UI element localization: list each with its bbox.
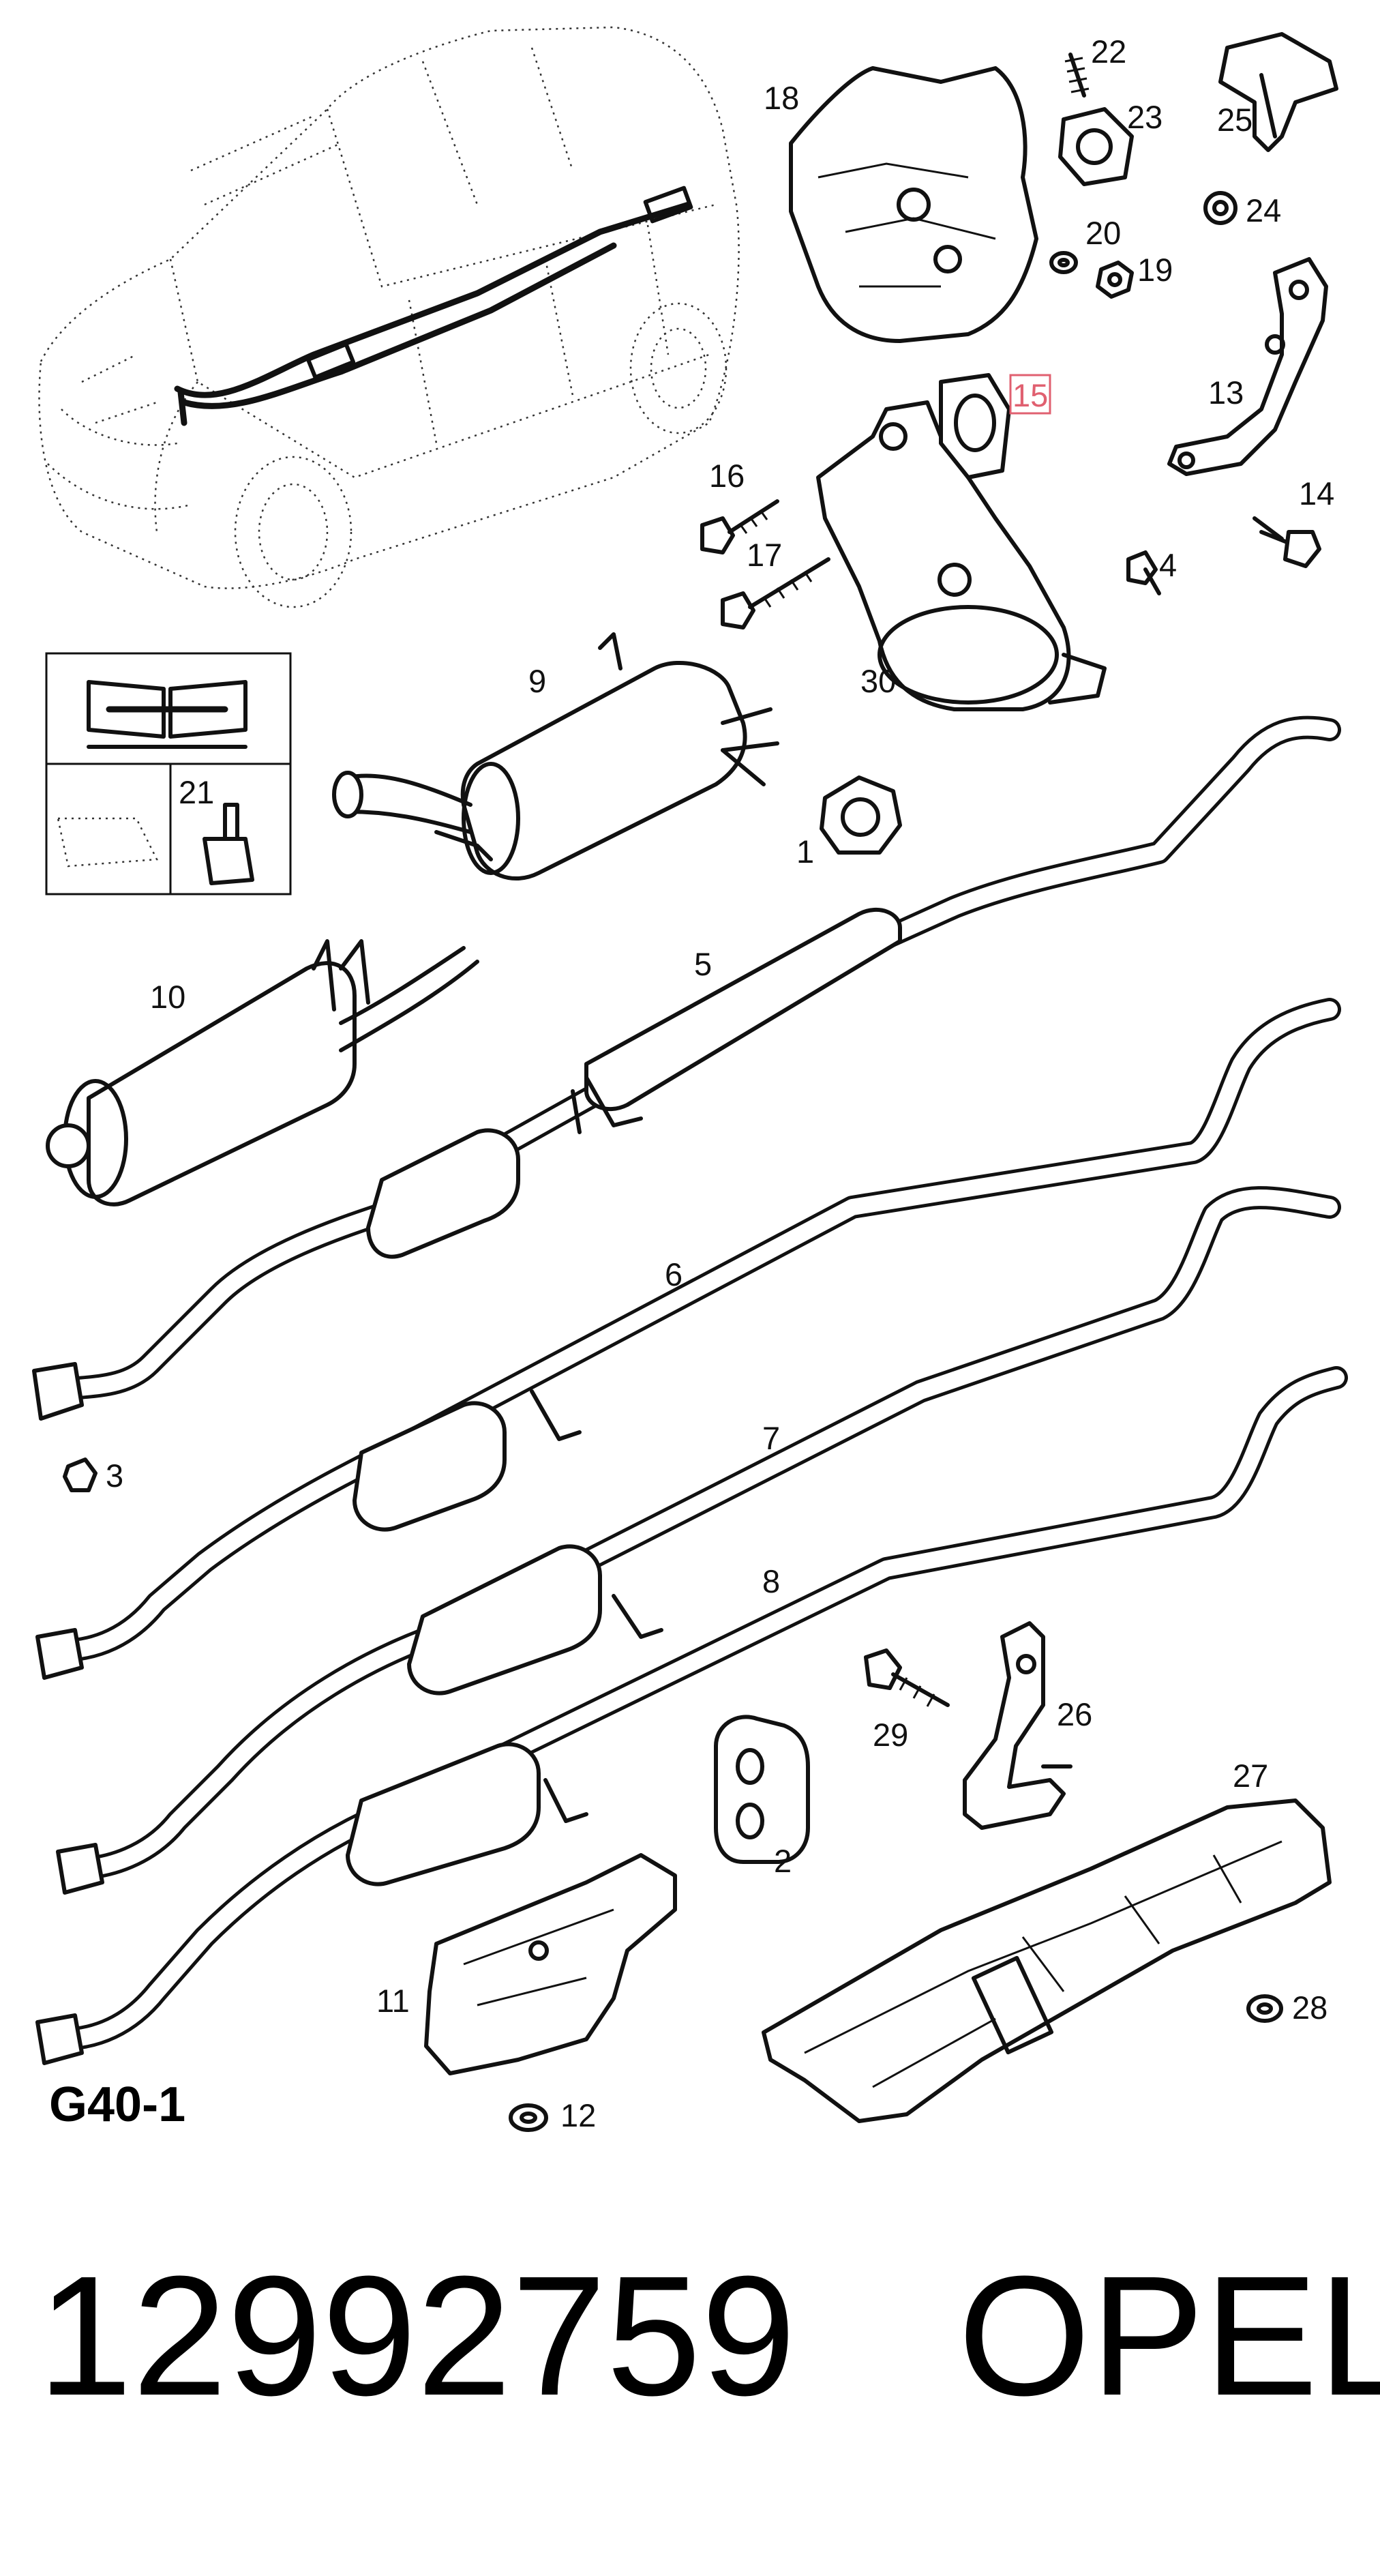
service-book-icon	[45, 652, 292, 895]
bolt-16	[700, 499, 779, 554]
silencer-10	[46, 939, 479, 1206]
label-27: 27	[1233, 1758, 1268, 1794]
label-12: 12	[560, 2097, 596, 2133]
label-4: 4	[1159, 547, 1177, 583]
label-1: 1	[796, 833, 814, 870]
rubber-mount-2	[714, 1715, 810, 1864]
pipe-assembly-5	[32, 715, 1341, 1421]
gasket-15	[939, 373, 1011, 479]
nut-3	[63, 1457, 97, 1492]
catalytic-converter-manifold	[816, 400, 1107, 711]
bolt-14	[1252, 516, 1321, 568]
label-17: 17	[747, 537, 782, 573]
label-6: 6	[665, 1256, 682, 1292]
label-20: 20	[1085, 215, 1121, 251]
label-8: 8	[762, 1563, 780, 1599]
heat-shield-manifold	[789, 66, 1038, 343]
label-22: 22	[1091, 33, 1126, 70]
label-5: 5	[694, 946, 712, 982]
nut-24	[1203, 191, 1238, 225]
nut-19	[1096, 261, 1134, 299]
label-15-highlight	[1009, 374, 1051, 415]
diagram-title: G40-1	[49, 2077, 186, 2132]
gasket-23	[1058, 107, 1134, 186]
label-11: 11	[376, 1983, 410, 2019]
label-2: 2	[774, 1843, 792, 1879]
bolt-29	[864, 1648, 950, 1707]
pipe-assembly-7	[56, 1186, 1341, 1895]
bolt-4	[1126, 550, 1161, 595]
label-14: 14	[1299, 475, 1334, 512]
part-number: 12992759	[38, 2240, 796, 2431]
label-23: 23	[1127, 99, 1162, 135]
label-29: 29	[873, 1717, 908, 1753]
label-7: 7	[762, 1420, 780, 1456]
label-25: 25	[1217, 102, 1252, 138]
label-3: 3	[106, 1457, 123, 1494]
bolt-17	[721, 557, 830, 630]
heat-shield-11	[424, 1853, 677, 2075]
washer-20	[1049, 251, 1078, 274]
rear-muffler-9	[332, 632, 779, 880]
label-26: 26	[1057, 1696, 1092, 1732]
bracket-26	[963, 1621, 1072, 1830]
pipe-assembly-8	[35, 1366, 1348, 2065]
callout-labels: 18 22 23 25 24 20 19 15 13 16 14 17 4 9 …	[106, 33, 1334, 2133]
nut-12	[509, 2103, 548, 2132]
stud-22	[1064, 53, 1090, 98]
label-28: 28	[1292, 1989, 1328, 2026]
label-18: 18	[764, 80, 799, 116]
label-19: 19	[1137, 252, 1173, 288]
label-16: 16	[709, 458, 745, 494]
pipe-assembly-6	[35, 998, 1341, 1680]
gasket-1	[820, 775, 902, 855]
heat-shield-27	[762, 1798, 1332, 2123]
label-10: 10	[150, 979, 185, 1015]
nut-28	[1246, 1994, 1283, 2023]
label-24: 24	[1246, 192, 1281, 228]
car-outline	[38, 26, 740, 608]
label-15: 15	[1012, 377, 1048, 413]
label-21: 21	[179, 774, 214, 810]
label-13: 13	[1208, 374, 1244, 411]
clip-25	[1218, 32, 1338, 152]
brand-name: OPEL	[958, 2240, 1380, 2431]
label-30: 30	[860, 663, 896, 699]
bracket-13	[1167, 257, 1328, 476]
label-9: 9	[528, 663, 546, 699]
